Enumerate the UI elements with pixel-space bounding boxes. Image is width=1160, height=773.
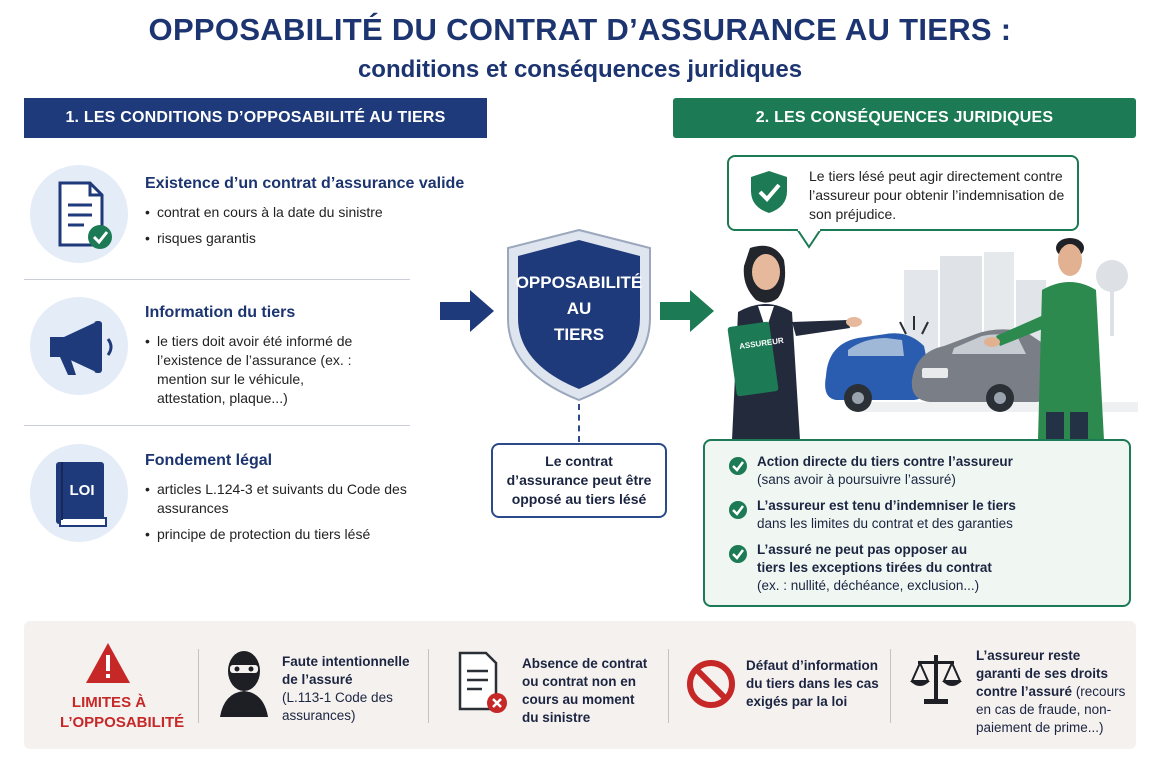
scales-icon [910,655,962,704]
limits-label: LIMITES À L’OPPOSABILITÉ [60,694,185,731]
condition-third-party-info: Information du tiers le tiers doit avoir… [24,290,410,410]
check-circle-icon [729,457,747,475]
condition-legal-basis: LOI Fondement légal articles L.124-3 et … [24,440,410,550]
bullet-item: articles L.124-3 et suivants du Code des… [145,480,410,518]
check-circle-icon [729,501,747,519]
condition-bullets: contrat en cours à la date du sinistre r… [145,203,410,255]
condition-title: Information du tiers [145,304,296,321]
limit-item: Défaut d’information du tiers dans les c… [746,657,886,711]
divider [24,425,410,426]
burglar-icon [220,651,268,717]
condition-title: Fondement légal [145,452,273,469]
prohibited-icon [687,660,735,708]
page-subtitle: conditions et conséquences juridiques [357,56,803,83]
consequences-box: Action directe du tiers contre l’assureu… [703,439,1131,607]
document-cross-icon [458,651,507,713]
page-title: OPPOSABILITÉ DU CONTRAT D’ASSURANCE AU T… [148,12,1012,47]
shield-line: AU [566,299,592,318]
arrow-right-icon [660,290,714,332]
bullet-item: risques garantis [145,229,410,248]
center-caption: Le contrat d’assurance peut être opposé … [506,453,652,507]
speech-bubble: Le tiers lésé peut agir directement cont… [727,155,1079,231]
divider [198,649,199,723]
bubble-text: Le tiers lésé peut agir directement cont… [809,168,1065,222]
shield-icon [507,228,651,402]
divider [668,649,669,723]
consequence-title: Action directe du tiers contre l’assureu… [757,454,1013,469]
book-label: LOI [69,482,95,499]
limit-item: L’assureur reste garanti de ses droits c… [976,647,1128,737]
shield-line: TIERS [553,325,605,344]
document-check-icon [30,165,128,263]
divider [890,649,891,723]
limit-title: Défaut d’information du tiers dans les c… [746,658,879,709]
consequence-item: L’assureur est tenu d’indemniser le tier… [757,497,1117,533]
bullet-item: contrat en cours à la date du sinistre [145,203,410,222]
limit-item: Faute intentionnelle de l’assuré (L.113-… [282,653,422,725]
accident-scene-illustration [727,238,1138,440]
warning-triangle-icon [86,643,130,683]
limit-title: Absence de contrat ou contrat non en cou… [522,656,648,725]
consequence-item: Action directe du tiers contre l’assureu… [757,453,1117,489]
condition-bullets: articles L.124-3 et suivants du Code des… [145,480,410,551]
condition-valid-contract: Existence d’un contrat d’assurance valid… [24,163,464,273]
shield-text: OPPOSABILITÉ AU TIERS [500,270,658,348]
limit-detail: (recours en cas de fraude, non-paiement … [976,684,1126,735]
bullet-item: principe de protection du tiers lésé [145,525,410,544]
section-conditions-header: 1. LES CONDITIONS D’OPPOSABILITÉ AU TIER… [24,98,487,138]
condition-bullets: le tiers doit avoir été informé de l’exi… [145,332,367,415]
limit-title: L’assureur reste garanti de ses droits c… [976,648,1109,699]
consequence-title: L’assureur est tenu d’indemniser le tier… [757,498,1016,513]
shield-badge: OPPOSABILITÉ AU TIERS [500,226,658,404]
consequence-item: L’assuré ne peut pas opposer au tiers le… [757,541,997,595]
limit-item: Absence de contrat ou contrat non en cou… [522,655,652,727]
divider [428,649,429,723]
consequence-title: L’assuré ne peut pas opposer au tiers le… [757,542,992,575]
center-caption-box: Le contrat d’assurance peut être opposé … [491,443,667,518]
bubble-tail [796,229,822,249]
divider [24,279,410,280]
consequence-detail: (sans avoir à poursuivre l’assuré) [757,472,956,487]
limit-title: Faute intentionnelle de l’assuré [282,654,410,687]
section-consequences-header: 2. LES CONSÉQUENCES JURIDIQUES [673,98,1136,138]
check-circle-icon [729,545,747,563]
megaphone-icon [30,297,128,395]
consequence-detail: dans les limites du contrat et des garan… [757,516,1013,531]
consequence-detail: (ex. : nullité, déchéance, exclusion...) [757,578,980,593]
limits-band: LIMITES À L’OPPOSABILITÉ Faute intention… [24,621,1136,749]
shield-check-icon [751,171,787,213]
dashed-connector [578,404,580,442]
law-book-icon: LOI [30,444,128,542]
bullet-item: le tiers doit avoir été informé de l’exi… [145,332,367,408]
condition-title: Existence d’un contrat d’assurance valid… [145,175,465,192]
limit-detail: (L.113-1 Code des assurances) [282,690,393,723]
shield-line: OPPOSABILITÉ [515,273,643,292]
arrow-right-icon [440,290,494,332]
